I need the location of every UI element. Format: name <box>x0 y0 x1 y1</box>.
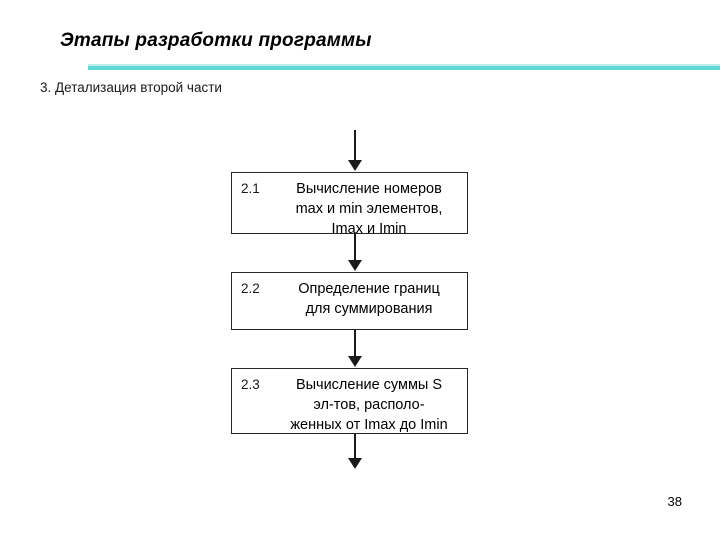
flow-box-label: Вычисление суммы S эл-тов, располо- женн… <box>290 377 448 433</box>
page-number: 38 <box>667 494 682 509</box>
arrow-head <box>348 160 362 171</box>
slide-subtitle: 3. Детализация второй части <box>40 80 222 95</box>
flow-box-2-3: 2.3 Вычисление суммы S эл-тов, располо- … <box>231 368 468 434</box>
flow-box-label: Вычисление номеров max и min элементов, … <box>295 181 443 237</box>
arrow-down-icon-1-to-2 <box>346 234 364 272</box>
flow-box-number: 2.2 <box>241 281 260 296</box>
arrow-stem <box>354 130 356 162</box>
arrow-stem <box>354 330 356 358</box>
arrow-stem <box>354 234 356 262</box>
flow-box-number: 2.3 <box>241 377 260 392</box>
arrow-down-icon-2-to-3 <box>346 330 364 368</box>
title-divider <box>88 66 720 70</box>
flow-box-2-2: 2.2 Определение границ для суммирования <box>231 272 468 330</box>
flow-box-label: Определение границ для суммирования <box>298 281 440 317</box>
arrow-head <box>348 458 362 469</box>
arrow-head <box>348 356 362 367</box>
page-title: Этапы разработки программы <box>60 30 372 51</box>
arrow-head <box>348 260 362 271</box>
flow-box-2-1: 2.1 Вычисление номеров max и min элемент… <box>231 172 468 237</box>
arrow-down-icon-exit <box>346 434 364 470</box>
title-rule-highlight <box>88 64 720 66</box>
flow-box-number: 2.1 <box>241 181 260 196</box>
arrow-down-icon-entry <box>346 130 364 172</box>
arrow-stem <box>354 434 356 460</box>
